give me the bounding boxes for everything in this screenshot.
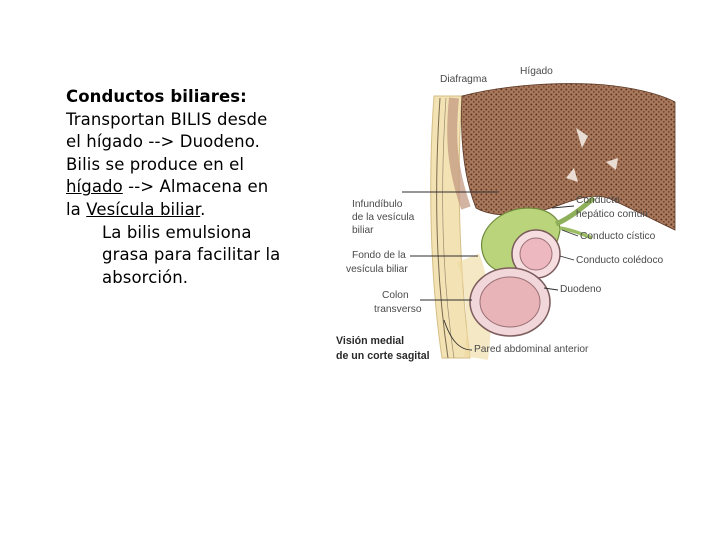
- label-pared: Pared abdominal anterior: [474, 344, 589, 355]
- leader-coledoco: [560, 256, 574, 260]
- text-line: Bilis se produce en el: [66, 154, 306, 177]
- vesicula-link[interactable]: Vesícula biliar: [86, 200, 200, 219]
- label-vision: Visión medial: [336, 335, 404, 347]
- text-line: Transportan BILIS desde: [66, 109, 306, 132]
- text-line: grasa para facilitar la: [66, 244, 306, 267]
- label-vision: de un corte sagital: [336, 350, 430, 362]
- slide-text: Conductos biliares: Transportan BILIS de…: [66, 86, 306, 289]
- duodenum-lumen: [480, 277, 540, 327]
- label-conducto-cistico: Conducto cístico: [580, 231, 656, 242]
- label-fondo: Fondo de la: [352, 250, 406, 261]
- heading: Conductos biliares:: [66, 86, 306, 109]
- label-conducto-hepatico: hepático común: [576, 209, 648, 220]
- text-line: absorción.: [66, 267, 306, 290]
- text-line: La bilis emulsiona: [66, 222, 306, 245]
- label-infundibulo: de la vesícula: [352, 212, 415, 223]
- higado-link[interactable]: hígado: [66, 177, 123, 196]
- label-infundibulo: Infundíbulo: [352, 199, 403, 210]
- label-higado: Hígado: [520, 66, 553, 77]
- label-conducto-hepatico: Conducto: [576, 195, 620, 206]
- label-diafragma: Diafragma: [440, 74, 487, 85]
- text-line: la Vesícula biliar.: [66, 199, 306, 222]
- label-duodeno: Duodeno: [560, 284, 602, 295]
- bile-duct-lumen: [520, 238, 552, 270]
- label-colon: Colon: [382, 290, 409, 301]
- text-line: hígado --> Almacena en: [66, 176, 306, 199]
- label-colon: transverso: [374, 304, 422, 315]
- text-line: el hígado --> Duodeno.: [66, 131, 306, 154]
- label-fondo: vesícula biliar: [346, 264, 408, 275]
- anatomy-figure: Diafragma Hígado Infundíbulo de la vesíc…: [330, 58, 680, 388]
- label-infundibulo: biliar: [352, 225, 374, 236]
- label-conducto-coledoco: Conducto colédoco: [576, 255, 664, 266]
